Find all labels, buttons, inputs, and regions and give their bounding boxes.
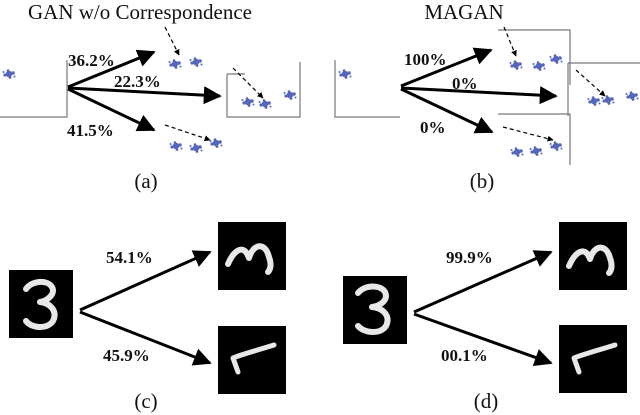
mapping-arrow-bottom (79, 310, 212, 366)
percent-mid: 0% (452, 74, 478, 93)
dashed-arrow-3 (502, 126, 554, 142)
source-digit-image (9, 270, 73, 338)
percent-top: 99.9% (446, 248, 493, 267)
panel-a: GAN w/o Correspondence 36.2% 22.3 (0, 0, 301, 193)
dashed-arrow-2 (575, 69, 606, 97)
panel-b: MAGAN 100% 0% 0% (b) (334, 0, 640, 193)
source-cluster (338, 69, 352, 79)
dashed-arrow-2 (232, 67, 264, 99)
target-cluster-4 (258, 99, 272, 109)
percent-top: 100% (404, 50, 447, 69)
mapping-arrow-top (79, 250, 212, 312)
target-cluster-4 (587, 96, 601, 106)
panel-c: 54.1% 45.9% (c) (9, 222, 286, 413)
target-domain-boxes (498, 29, 640, 165)
target-cluster-2 (189, 57, 203, 67)
panel-a-title: GAN w/o Correspondence (28, 0, 252, 24)
percent-bottom: 0% (420, 118, 446, 137)
mapping-arrow-top (67, 49, 156, 89)
source-domain-box (334, 60, 400, 118)
target-cluster-8 (209, 138, 223, 148)
target-cluster-3 (549, 54, 563, 64)
source-cluster (2, 69, 16, 79)
dashed-arrow-1 (503, 26, 517, 57)
target-cluster-9 (549, 141, 563, 151)
target-cluster-7 (510, 147, 524, 157)
percent-bottom: 41.5% (67, 121, 114, 140)
dashed-arrow-3 (164, 124, 211, 142)
target-cluster-1 (509, 60, 523, 70)
mapping-arrow-mid (400, 86, 558, 105)
mapping-arrow-bottom (413, 312, 553, 367)
target-cluster-6 (169, 141, 183, 151)
source-domain-box (0, 60, 68, 118)
target-cluster-1 (168, 59, 182, 69)
panel-b-caption: (b) (470, 169, 495, 193)
mapping-arrow-bottom (67, 87, 156, 132)
target-cluster-5 (601, 95, 615, 105)
source-digit-image (343, 276, 407, 344)
dashed-arrow-1 (164, 26, 180, 56)
percent-top: 36.2% (68, 51, 115, 70)
panel-c-caption: (c) (134, 389, 157, 413)
panel-b-title: MAGAN (424, 0, 503, 24)
target-digit-image-top (559, 222, 627, 290)
percent-bottom: 45.9% (103, 346, 150, 365)
target-cluster-8 (529, 146, 543, 156)
panel-d: 99.9% 00.1% (d) (343, 222, 627, 413)
target-digit-image-bottom (559, 325, 627, 393)
mapping-arrow-top (400, 47, 493, 88)
mapping-arrow-top (413, 250, 553, 314)
target-cluster-5 (283, 90, 297, 100)
target-digit-image-bottom (218, 326, 286, 394)
target-cluster-2 (532, 61, 546, 71)
target-domain-boxes (168, 57, 301, 153)
panel-a-caption: (a) (134, 169, 157, 193)
panel-d-caption: (d) (474, 389, 499, 413)
target-digit-image-top (218, 222, 286, 290)
target-cluster-6 (625, 91, 639, 101)
percent-bottom: 00.1% (441, 346, 488, 365)
target-cluster-7 (189, 143, 203, 153)
percent-mid: 22.3% (114, 72, 161, 91)
mapping-arrow-mid (67, 86, 222, 105)
target-cluster-3 (241, 97, 255, 107)
percent-top: 54.1% (106, 248, 153, 267)
mapping-arrow-bottom (400, 87, 494, 134)
